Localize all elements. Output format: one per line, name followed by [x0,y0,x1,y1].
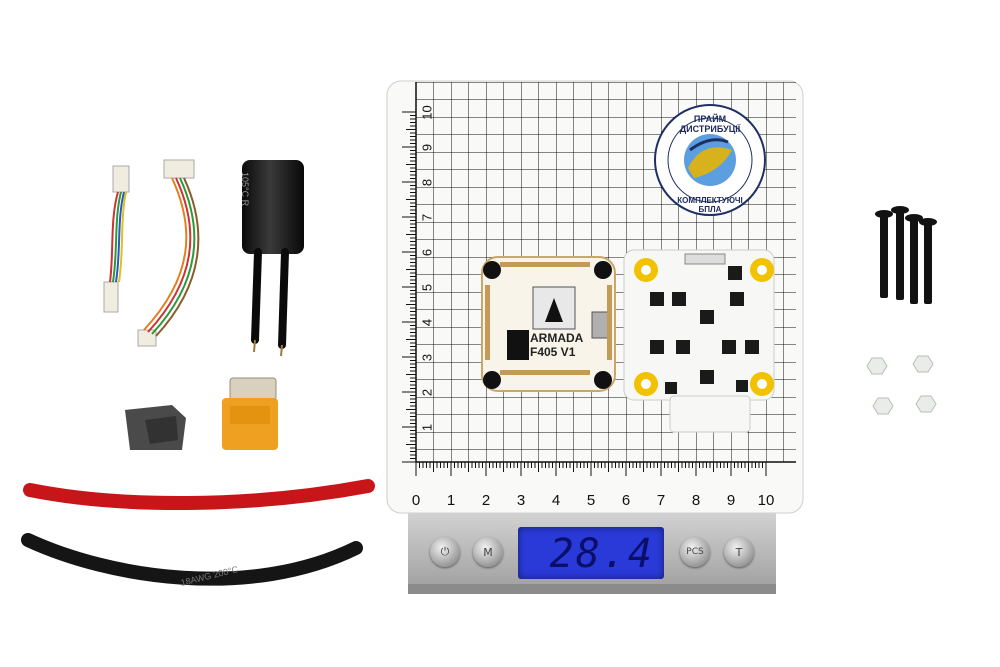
ruler-x-label: 6 [621,492,631,509]
jst-cables [103,159,200,347]
ruler-x-label: 0 [411,492,421,509]
ruler-x-label: 8 [691,492,701,509]
nylon-nuts [866,355,937,415]
pcs-button[interactable]: PCS [680,537,710,567]
ruler-x-label: 10 [757,492,775,509]
capacitor [242,160,304,357]
capacitor-label: 105°C R [240,172,250,207]
black-wire [21,533,363,586]
ruler-y-label: 1 [419,423,435,432]
ruler-x-label: 9 [726,492,736,509]
ruler-x-label: 1 [446,492,456,509]
flight-controller-board [481,256,616,392]
red-wire [23,479,375,511]
ruler-y-label: 2 [419,388,435,397]
ruler-y-label: 3 [419,353,435,362]
power-button[interactable]: ⏻ [430,537,460,567]
ruler-x-label: 2 [481,492,491,509]
scale-reading: 28.4 [549,531,654,577]
badge-top-text: ПРАЙМ ДИСТРИБУЦІЇ [679,114,741,134]
ruler-x-label: 7 [656,492,666,509]
scale-display: 28.4 [518,527,664,579]
ruler-y-label: 5 [419,283,435,292]
ruler-x-label: 3 [516,492,526,509]
esc-board [623,249,775,433]
fc-brand: ARMADA [530,331,584,345]
distributor-badge [654,104,766,216]
fc-model: F405 V1 [530,345,576,359]
tare-button[interactable]: T [724,537,754,567]
mode-button[interactable]: M [473,537,503,567]
ruler-x-label: 5 [586,492,596,509]
ruler-y-label: 7 [419,213,435,222]
badge-bottom-text: КОМПЛЕКТУЮЧІ БПЛА [677,196,743,214]
ruler-y-label: 8 [419,178,435,187]
ruler-y-label: 4 [419,318,435,327]
rubber-cap [125,405,186,450]
screws [875,206,937,304]
ruler-y-label: 6 [419,248,435,257]
xt-connector [222,377,278,450]
ruler-y-label: 9 [419,143,435,152]
ruler-y-label: 10 [419,105,435,120]
ruler-x-label: 4 [551,492,561,509]
